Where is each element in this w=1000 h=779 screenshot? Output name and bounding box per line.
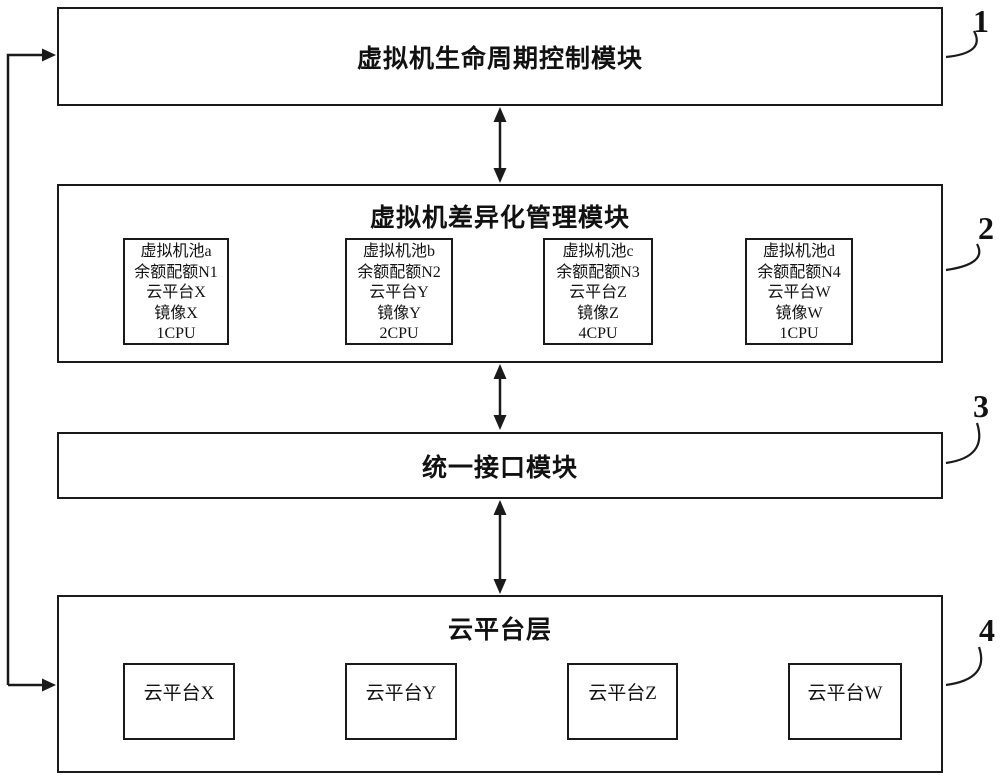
- cloud-platform-z-box: 云平台Z: [567, 663, 678, 740]
- module-vm-lifecycle-title: 虚拟机生命周期控制模块: [356, 45, 643, 73]
- vm-pool-d-box: 虚拟机池d 余额配额N4 云平台W 镜像W 1CPU: [745, 238, 853, 345]
- module-unified-interface: 统一接口模块: [57, 432, 943, 499]
- vm-pool-platform: 云平台W: [767, 284, 831, 302]
- double-arrow-3-4: [493, 500, 507, 594]
- double-arrow-1-2: [493, 107, 507, 183]
- double-arrow-2-3: [493, 364, 507, 430]
- vm-pool-platform: 云平台Y: [369, 284, 429, 302]
- ref-numeral-3: 3: [973, 388, 989, 424]
- cloud-platform-x-box: 云平台X: [123, 663, 235, 740]
- ref-leader-lines: [945, 30, 983, 687]
- cloud-platform-label: 云平台Y: [365, 683, 437, 704]
- cloud-platform-label: 云平台W: [807, 683, 883, 704]
- feedback-line: [6, 48, 56, 692]
- vm-pool-name: 虚拟机池c: [562, 243, 634, 260]
- vm-pool-image: 镜像W: [775, 304, 823, 322]
- vm-pool-quota: 余额配额N1: [134, 263, 218, 281]
- module-cloud-layer-title: 云平台层: [447, 617, 552, 644]
- vm-pool-a-box: 虚拟机池a 余额配额N1 云平台X 镜像X 1CPU: [123, 238, 229, 345]
- vm-pool-image: 镜像Z: [577, 304, 619, 322]
- ref-numeral-1: 1: [973, 3, 989, 39]
- vm-pool-name: 虚拟机池b: [362, 243, 435, 260]
- vm-pool-image: 镜像Y: [377, 304, 421, 322]
- cloud-platform-w-box: 云平台W: [788, 663, 902, 740]
- vm-pool-platform: 云平台Z: [569, 284, 627, 302]
- ref-leader-4: [945, 646, 983, 687]
- vm-pool-cpu: 1CPU: [779, 325, 819, 343]
- vm-pool-name: 虚拟机池a: [140, 243, 212, 260]
- vm-pool-cpu: 4CPU: [578, 325, 618, 343]
- cloud-platform-label: 云平台Z: [588, 683, 657, 704]
- vm-pool-cpu: 2CPU: [379, 325, 419, 343]
- vm-pool-name: 虚拟机池d: [762, 243, 835, 260]
- module-unified-interface-title: 统一接口模块: [421, 454, 578, 482]
- cloud-platform-label: 云平台X: [143, 683, 215, 704]
- vm-pool-quota: 余额配额N3: [556, 263, 640, 281]
- vm-pool-cpu: 1CPU: [156, 325, 196, 343]
- vm-pool-b-box: 虚拟机池b 余额配额N2 云平台Y 镜像Y 2CPU: [345, 238, 453, 345]
- vm-pool-image: 镜像X: [154, 304, 198, 322]
- vm-pool-quota: 余额配额N2: [357, 263, 441, 281]
- cloud-platform-y-box: 云平台Y: [345, 663, 457, 740]
- ref-leader-3: [945, 422, 981, 465]
- vm-pool-c-box: 虚拟机池c 余额配额N3 云平台Z 镜像Z 4CPU: [543, 238, 653, 345]
- ref-leader-2: [945, 243, 981, 272]
- vm-pool-platform: 云平台X: [146, 284, 206, 302]
- vm-pool-quota: 余额配额N4: [757, 263, 841, 281]
- ref-numeral-4: 4: [979, 612, 995, 648]
- ref-numeral-2: 2: [978, 210, 994, 246]
- module-vm-differentiation-title: 虚拟机差异化管理模块: [369, 205, 630, 232]
- module-vm-lifecycle-control: 虚拟机生命周期控制模块: [57, 7, 943, 106]
